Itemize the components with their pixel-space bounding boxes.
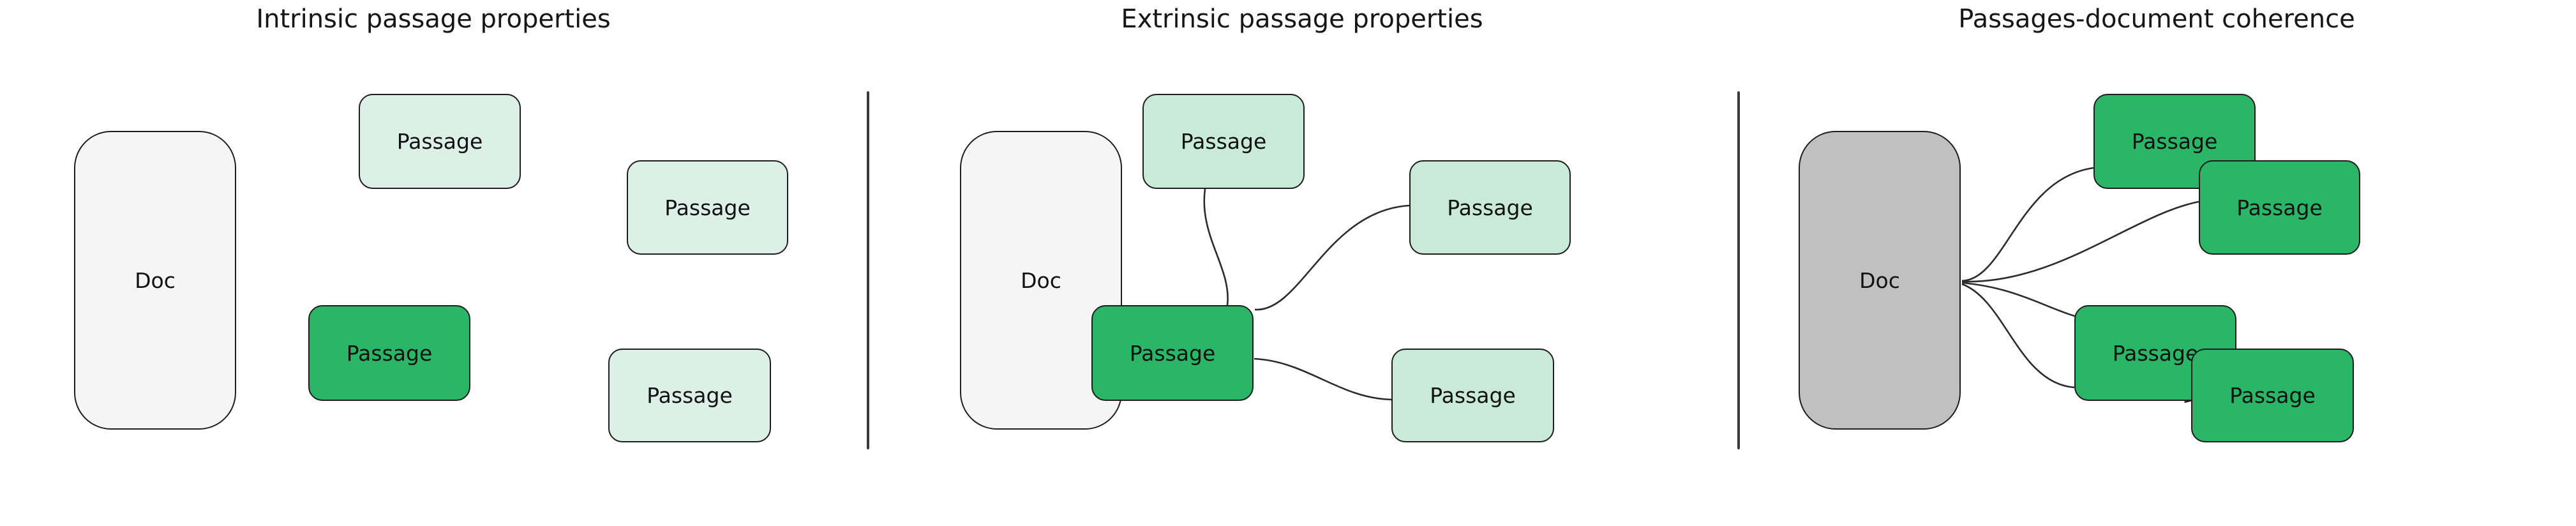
- node-label: Passage: [396, 129, 483, 154]
- edge-passage3-passage1: [1203, 188, 1229, 306]
- edge-passage3-passage4: [1254, 357, 1392, 401]
- passage-node-4: Passage: [2191, 349, 2354, 442]
- node-label: Passage: [1430, 383, 1516, 408]
- node-label: Passage: [2112, 340, 2199, 366]
- divider-1: [867, 91, 869, 449]
- node-label: Passage: [664, 195, 751, 220]
- panel-title-intrinsic: Intrinsic passage properties: [256, 4, 611, 34]
- node-label: Doc: [1859, 267, 1900, 293]
- passage-node-1: Passage: [1142, 94, 1305, 189]
- edge-doc-passage4: [1961, 283, 2075, 389]
- passage-node-3: Passage: [1091, 305, 1254, 401]
- node-label: Passage: [1180, 129, 1267, 154]
- node-label: Doc: [1021, 267, 1061, 293]
- node-label: Passage: [1447, 195, 1533, 220]
- passage-node-2: Passage: [627, 160, 788, 255]
- passage-node-4: Passage: [608, 349, 771, 442]
- node-label: Passage: [1129, 340, 1216, 366]
- node-label: Passage: [2229, 383, 2316, 408]
- passage-node-4: Passage: [1391, 349, 1554, 442]
- passage-node-2: Passage: [2199, 160, 2360, 255]
- node-label: Passage: [647, 383, 733, 408]
- passage-node-1: Passage: [359, 94, 521, 189]
- node-label: Passage: [2131, 129, 2218, 154]
- edge-doc-passage2: [1961, 200, 2199, 283]
- doc-node: Doc: [1799, 131, 1961, 430]
- edge-doc-passage1: [1961, 167, 2094, 282]
- edge-passage3-passage2: [1254, 204, 1410, 311]
- panel-title-coherence: Passages-document coherence: [1958, 4, 2355, 34]
- passage-node-2: Passage: [1409, 160, 1571, 255]
- passage-node-3: Passage: [308, 305, 470, 401]
- node-label: Passage: [346, 340, 433, 366]
- divider-2: [1737, 91, 1740, 449]
- node-label: Passage: [2236, 195, 2323, 220]
- panel-title-extrinsic: Extrinsic passage properties: [1121, 4, 1483, 34]
- doc-node: Doc: [74, 131, 236, 430]
- node-label: Doc: [135, 267, 176, 293]
